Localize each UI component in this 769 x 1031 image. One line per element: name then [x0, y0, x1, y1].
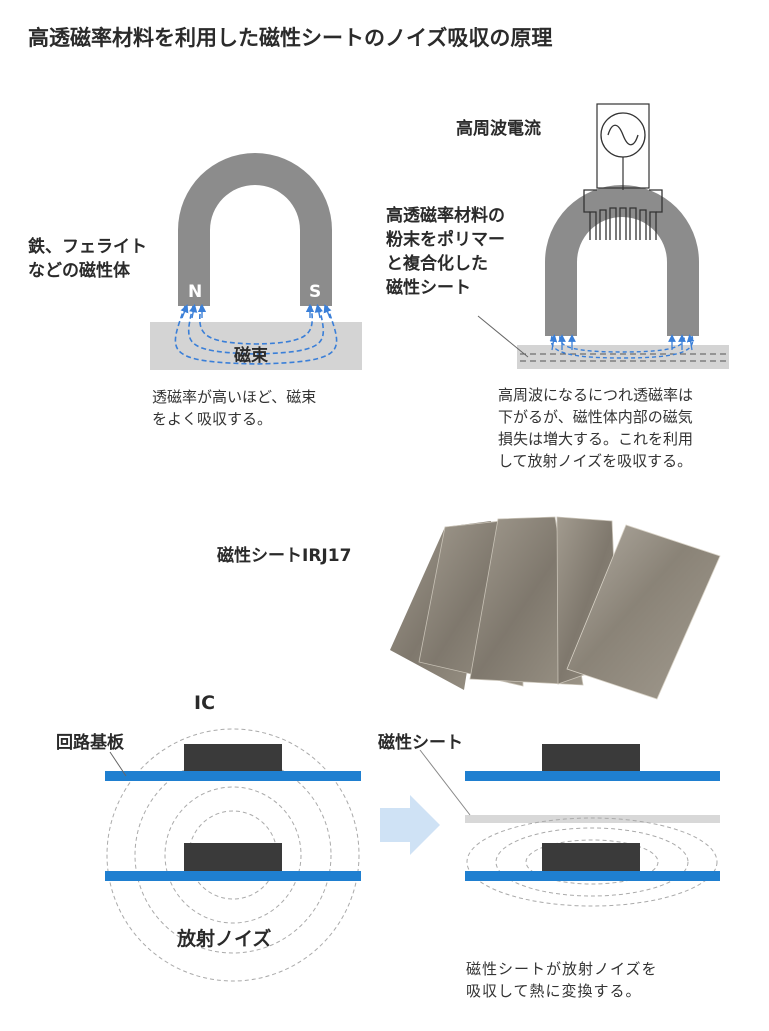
material-label-line: 鉄、フェライト	[28, 237, 147, 257]
noise-label: 放射ノイズ	[177, 928, 272, 950]
bottom-right-caption: 磁性シートが放射ノイズを 吸収して熱に変換する。	[466, 958, 658, 1002]
ic-chip-top-right	[542, 744, 640, 771]
circuit-board-bottom	[105, 871, 361, 881]
horseshoe-magnet-coil	[545, 185, 699, 336]
flux-lines	[174, 305, 338, 365]
left-caption: 透磁率が高いほど、磁束 をよく吸収する。	[152, 386, 316, 430]
caption-line: 吸収して熱に変換する。	[466, 982, 642, 1000]
bottom-right-diagram	[419, 744, 720, 907]
flux-arrows	[180, 303, 332, 319]
right-caption: 高周波になるにつれ透磁率は 下がるが、磁性体内部の磁気 損失は増大する。これを利…	[498, 384, 693, 472]
magnetic-sheet-shield	[465, 815, 720, 823]
caption-line: をよく吸収する。	[152, 410, 273, 428]
board-label: 回路基板	[56, 733, 124, 753]
caption-line: 下がるが、磁性体内部の磁気	[498, 408, 693, 426]
horseshoe-magnet	[178, 153, 332, 306]
coil-icon	[583, 189, 663, 240]
ic-label: IC	[194, 692, 216, 714]
page-title: 高透磁率材料を利用した磁性シートのノイズ吸収の原理	[28, 26, 553, 50]
flux-lines-right	[550, 335, 694, 359]
sheet-leader-line	[477, 315, 529, 358]
sheet-label-line: 磁性シート	[386, 278, 471, 298]
product-label: 磁性シートIRJ17	[217, 546, 352, 566]
arrow-right-icon	[380, 795, 440, 855]
sheet-label-line: 粉末をポリマー	[386, 230, 505, 250]
ic-chip-top	[184, 744, 282, 771]
caption-line: して放射ノイズを吸収する。	[498, 452, 693, 470]
circuit-board-top-right	[465, 771, 720, 781]
caption-line: 高周波になるにつれ透磁率は	[498, 386, 694, 404]
circuit-board-top	[105, 771, 361, 781]
circuit-board-bottom-right	[465, 871, 720, 881]
magnetic-sheet-strip	[517, 345, 729, 369]
ic-chip-bottom-right	[542, 843, 640, 871]
pole-n-label: N	[188, 282, 203, 302]
material-label-line: などの磁性体	[28, 261, 130, 281]
caption-line: 損失は増大する。これを利用	[498, 430, 694, 448]
product-sheets-image	[390, 516, 721, 700]
pole-s-label: S	[309, 282, 322, 302]
left-magnet-diagram	[150, 153, 362, 370]
ic-chip-bottom	[184, 843, 282, 871]
bottom-left-diagram	[105, 728, 361, 982]
board-leader-line	[109, 751, 127, 777]
caption-line: 透磁率が高いほど、磁束	[152, 388, 317, 406]
sheet-label-line: と複合化した	[386, 254, 488, 274]
sheet-leader-line-bottom	[419, 749, 471, 816]
caption-line: 磁性シートが放射ノイズを	[466, 960, 658, 978]
sheet-label-line: 高透磁率材料の	[386, 206, 505, 226]
flux-label: 磁束	[234, 346, 268, 366]
right-magnet-diagram	[477, 103, 729, 369]
material-block	[150, 322, 362, 370]
material-label: 鉄、フェライト などの磁性体	[28, 235, 147, 283]
current-label: 高周波電流	[456, 119, 541, 139]
sheet-label: 磁性シート	[378, 733, 463, 753]
sheet-description-label: 高透磁率材料の 粉末をポリマー と複合化した 磁性シート	[386, 204, 505, 300]
